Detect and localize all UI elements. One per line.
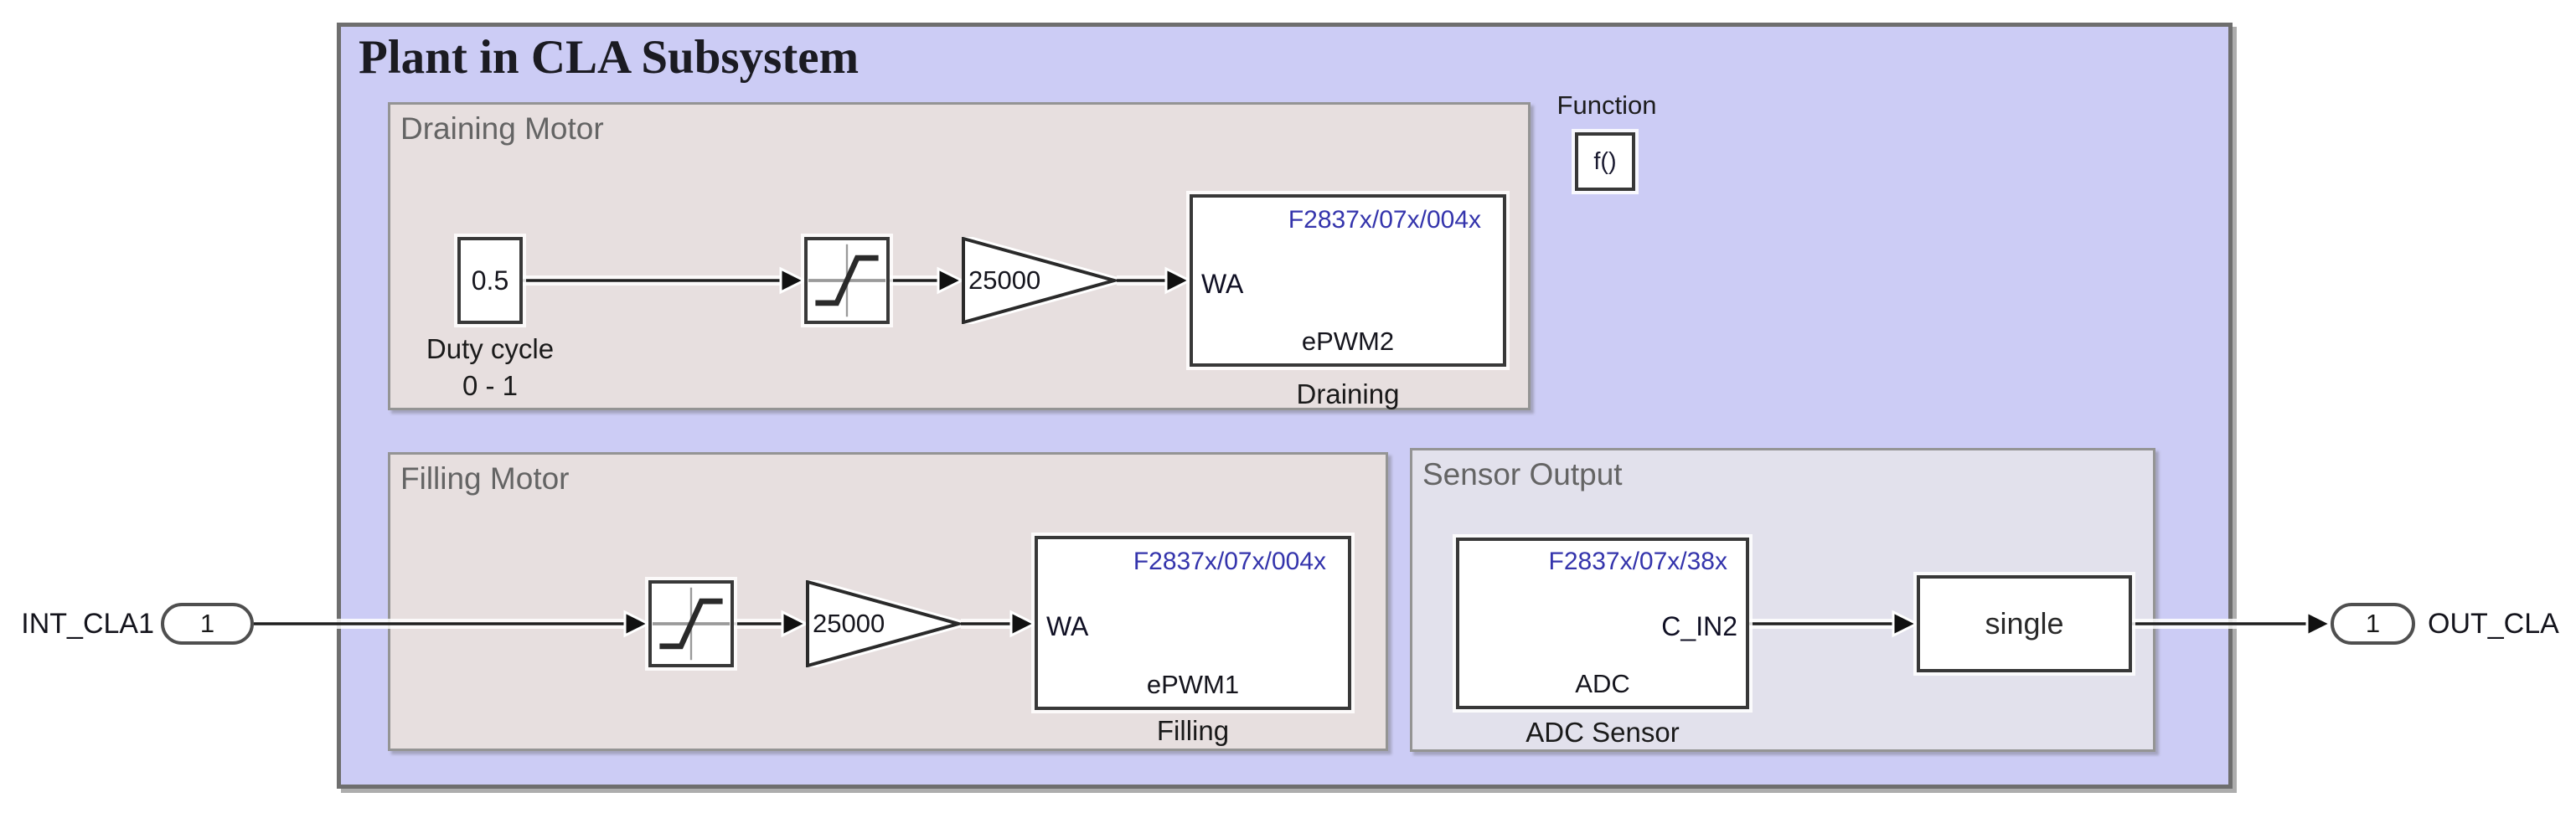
gain-triangle-icon xyxy=(806,580,961,667)
epwm2-chip-label: F2837x/07x/004x xyxy=(1288,206,1481,234)
gain-value: 25000 xyxy=(968,265,1041,295)
epwm1-block[interactable]: F2837x/07x/004x WA ePWM1 xyxy=(1035,536,1351,710)
epwm2-under-label: Draining xyxy=(1296,378,1400,409)
sensor-output-area-label: Sensor Output xyxy=(1422,457,1623,491)
adc-cin2-port-label: C_IN2 xyxy=(1661,611,1737,641)
gain-value: 25000 xyxy=(813,609,885,638)
saturation-block-filling[interactable] xyxy=(648,580,734,667)
adc-name: ADC xyxy=(1575,669,1630,698)
gain-triangle-icon xyxy=(962,237,1117,324)
epwm1-chip-label: F2837x/07x/004x xyxy=(1133,548,1326,575)
adc-under-label: ADC Sensor xyxy=(1525,717,1680,748)
data-type-conversion-block[interactable]: single xyxy=(1917,575,2132,672)
input-port[interactable]: 1 xyxy=(161,603,254,645)
duty-cycle-constant-block[interactable]: 0.5 xyxy=(457,237,523,324)
function-trigger-label: Function xyxy=(1556,90,1657,120)
gain-block-draining[interactable]: 25000 xyxy=(962,237,1117,324)
function-trigger-block[interactable]: f() xyxy=(1575,132,1635,191)
saturation-block-draining[interactable] xyxy=(804,237,890,324)
duty-cycle-value: 0.5 xyxy=(471,265,509,296)
draining-motor-area-label: Draining Motor xyxy=(400,111,604,146)
conversion-type-text: single xyxy=(1985,606,2064,641)
gain-block-filling[interactable]: 25000 xyxy=(806,580,961,667)
saturation-icon xyxy=(808,244,886,317)
adc-chip-label: F2837x/07x/38x xyxy=(1548,548,1727,575)
epwm1-under-label: Filling xyxy=(1156,715,1230,746)
input-port-label: INT_CLA1 xyxy=(21,608,154,640)
function-trigger-text: f() xyxy=(1593,147,1617,175)
adc-block[interactable]: F2837x/07x/38x C_IN2 ADC xyxy=(1456,538,1749,709)
epwm2-block[interactable]: F2837x/07x/004x WA ePWM2 xyxy=(1190,194,1506,367)
epwm2-wa-port-label: WA xyxy=(1201,269,1244,299)
input-port-number: 1 xyxy=(199,609,215,638)
epwm1-name: ePWM1 xyxy=(1146,670,1240,699)
duty-cycle-label-line1: Duty cycle xyxy=(426,333,555,364)
subsystem-title: Plant in CLA Subsystem xyxy=(359,31,860,84)
epwm1-wa-port-label: WA xyxy=(1046,611,1089,641)
duty-cycle-label-line2: 0 - 1 xyxy=(462,370,519,401)
output-port-number: 1 xyxy=(2365,609,2381,638)
output-port[interactable]: 1 xyxy=(2331,603,2415,645)
epwm2-name: ePWM2 xyxy=(1301,327,1395,356)
saturation-icon xyxy=(652,587,730,661)
filling-motor-area-label: Filling Motor xyxy=(400,461,570,496)
output-port-label: OUT_CLA xyxy=(2428,608,2559,640)
